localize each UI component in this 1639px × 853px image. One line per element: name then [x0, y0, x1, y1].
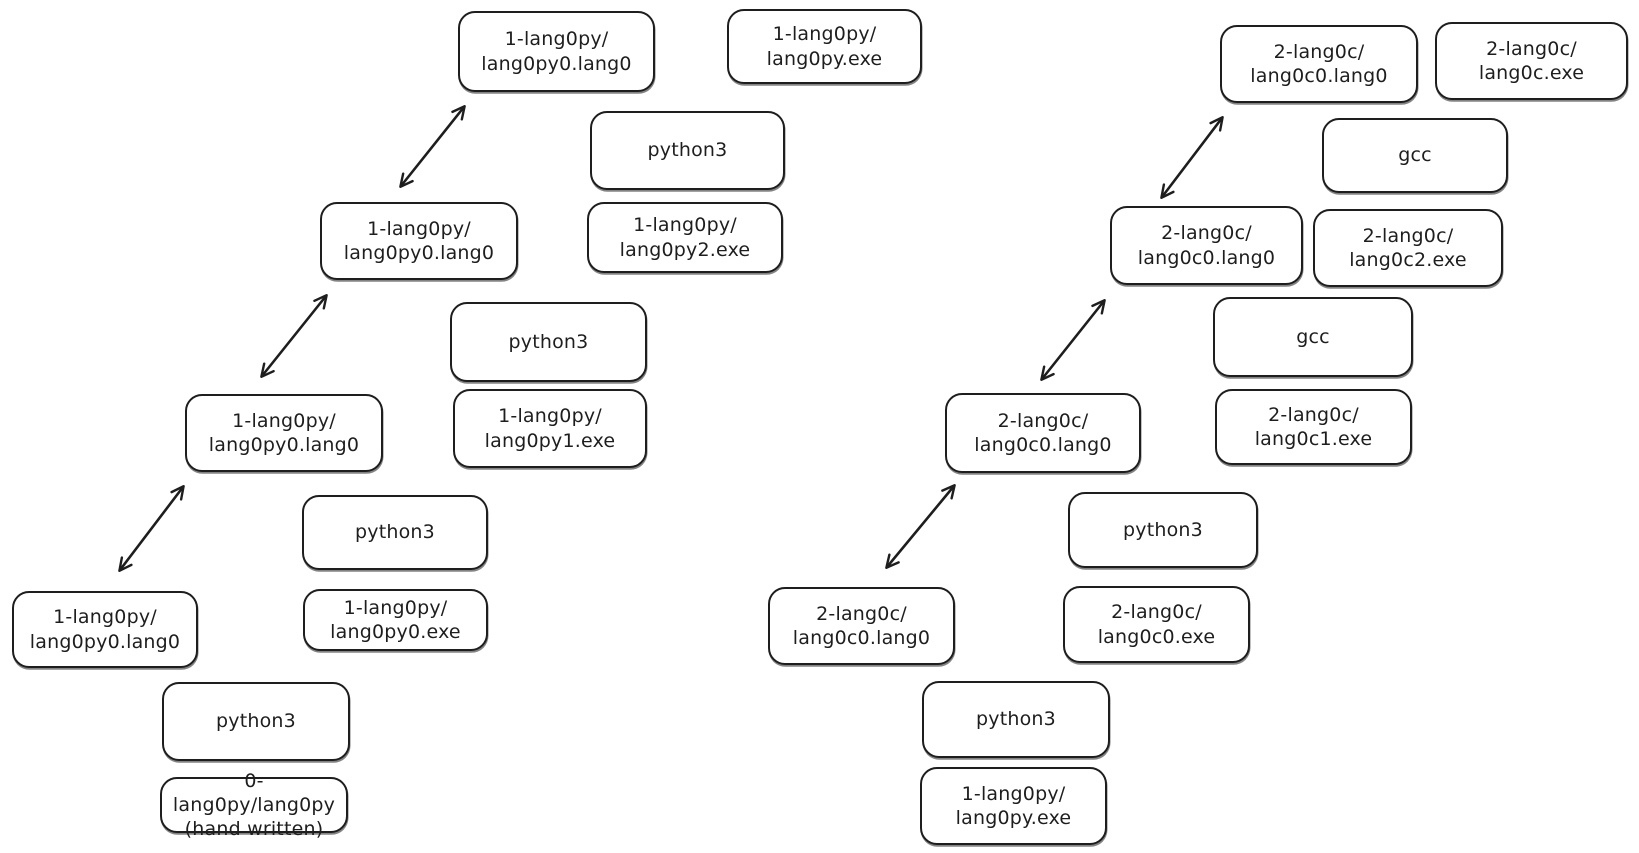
node-label-py-stage3-tool: python3	[647, 139, 728, 162]
node-c-stage2-tool[interactable]: python3	[1068, 492, 1258, 568]
node-py-stage2-output[interactable]: 1-lang0py/ lang0py1.exe	[453, 389, 647, 468]
node-label-c-stage2-tool: python3	[1123, 518, 1203, 541]
node-label-py-stage3-output: 1-lang0py/ lang0py2.exe	[619, 214, 751, 261]
node-py-stage3-tool[interactable]: python3	[590, 111, 785, 190]
node-c-final-output[interactable]: 2-lang0c/ lang0c.exe	[1435, 22, 1628, 100]
node-py-stage2-tool[interactable]: python3	[450, 302, 647, 382]
node-c-stage2-output[interactable]: 2-lang0c/ lang0c1.exe	[1215, 389, 1412, 465]
node-py-final-output[interactable]: 1-lang0py/ lang0py.exe	[727, 9, 922, 84]
node-c-stage4-tool[interactable]: gcc	[1322, 118, 1508, 193]
node-label-c-stage3-tool: gcc	[1296, 325, 1330, 348]
node-py-stage2-source[interactable]: 1-lang0py/ lang0py0.lang0	[185, 394, 383, 472]
node-label-c-stage3-output: 2-lang0c/ lang0c2.exe	[1349, 224, 1467, 271]
double-headed-arrow-py-link-1-2[interactable]	[118, 485, 185, 572]
node-c-stage3-output[interactable]: 2-lang0c/ lang0c2.exe	[1313, 209, 1503, 287]
node-label-py-stage3-source: 1-lang0py/ lang0py0.lang0	[343, 217, 495, 264]
double-headed-arrow-c-link-2-3[interactable]	[1040, 299, 1106, 381]
node-c-stage1-input[interactable]: 1-lang0py/ lang0py.exe	[920, 767, 1107, 845]
node-c-stage1-tool[interactable]: python3	[922, 681, 1110, 758]
node-py-stage1-source[interactable]: 1-lang0py/ lang0py0.lang0	[12, 591, 198, 668]
node-py-stage3-source[interactable]: 1-lang0py/ lang0py0.lang0	[320, 202, 518, 280]
node-label-c-stage2-output: 2-lang0c/ lang0c1.exe	[1254, 403, 1373, 450]
node-c-stage1-source[interactable]: 2-lang0c/ lang0c0.lang0	[768, 587, 955, 665]
node-py-stage0-tool[interactable]: python3	[162, 682, 350, 761]
node-c-stage1-output[interactable]: 2-lang0c/ lang0c0.exe	[1063, 586, 1250, 663]
node-label-py-final-output: 1-lang0py/ lang0py.exe	[766, 23, 883, 70]
node-py-stage0-source[interactable]: 0-lang0py/lang0py (hand written)	[160, 770, 348, 840]
double-headed-arrow-py-link-2-3[interactable]	[260, 294, 328, 378]
node-c-stage3-tool[interactable]: gcc	[1213, 297, 1413, 377]
node-label-c-stage1-output: 2-lang0c/ lang0c0.exe	[1097, 601, 1216, 648]
double-headed-arrow-c-link-1-2[interactable]	[885, 484, 956, 569]
node-py-stage1-tool[interactable]: python3	[302, 495, 488, 570]
node-label-py-stage1-tool: python3	[355, 521, 435, 544]
node-label-py-stage2-source: 1-lang0py/ lang0py0.lang0	[208, 409, 360, 456]
node-py-stage1-output[interactable]: 1-lang0py/ lang0py0.exe	[303, 589, 488, 651]
node-c-stage3-source[interactable]: 2-lang0c/ lang0c0.lang0	[1110, 206, 1303, 285]
node-py-stage3-output[interactable]: 1-lang0py/ lang0py2.exe	[587, 202, 783, 273]
node-label-c-stage4-tool: gcc	[1398, 144, 1432, 167]
node-label-py-stage4-source: 1-lang0py/ lang0py0.lang0	[481, 28, 632, 75]
node-label-py-stage0-tool: python3	[216, 710, 296, 733]
node-label-c-stage4-source: 2-lang0c/ lang0c0.lang0	[1250, 40, 1388, 87]
node-label-c-stage2-source: 2-lang0c/ lang0c0.lang0	[974, 409, 1112, 456]
node-py-stage4-source[interactable]: 1-lang0py/ lang0py0.lang0	[458, 11, 655, 92]
node-label-py-stage0-source: 0-lang0py/lang0py (hand written)	[172, 769, 336, 841]
node-label-c-stage1-source: 2-lang0c/ lang0c0.lang0	[792, 602, 931, 649]
node-label-c-final-output: 2-lang0c/ lang0c.exe	[1478, 37, 1585, 84]
node-c-stage4-source[interactable]: 2-lang0c/ lang0c0.lang0	[1220, 25, 1418, 103]
node-label-c-stage1-input: 1-lang0py/ lang0py.exe	[955, 782, 1072, 829]
node-c-stage2-source[interactable]: 2-lang0c/ lang0c0.lang0	[945, 393, 1141, 473]
double-headed-arrow-c-link-3-4[interactable]	[1160, 116, 1224, 199]
node-label-py-stage2-tool: python3	[508, 330, 589, 353]
node-label-py-stage1-output: 1-lang0py/ lang0py0.exe	[330, 596, 461, 643]
node-label-c-stage3-source: 2-lang0c/ lang0c0.lang0	[1137, 222, 1276, 269]
node-label-py-stage1-source: 1-lang0py/ lang0py0.lang0	[29, 606, 181, 653]
node-label-py-stage2-output: 1-lang0py/ lang0py1.exe	[484, 405, 616, 452]
double-headed-arrow-py-link-3-4[interactable]	[399, 105, 466, 188]
node-label-c-stage1-tool: python3	[976, 708, 1056, 731]
